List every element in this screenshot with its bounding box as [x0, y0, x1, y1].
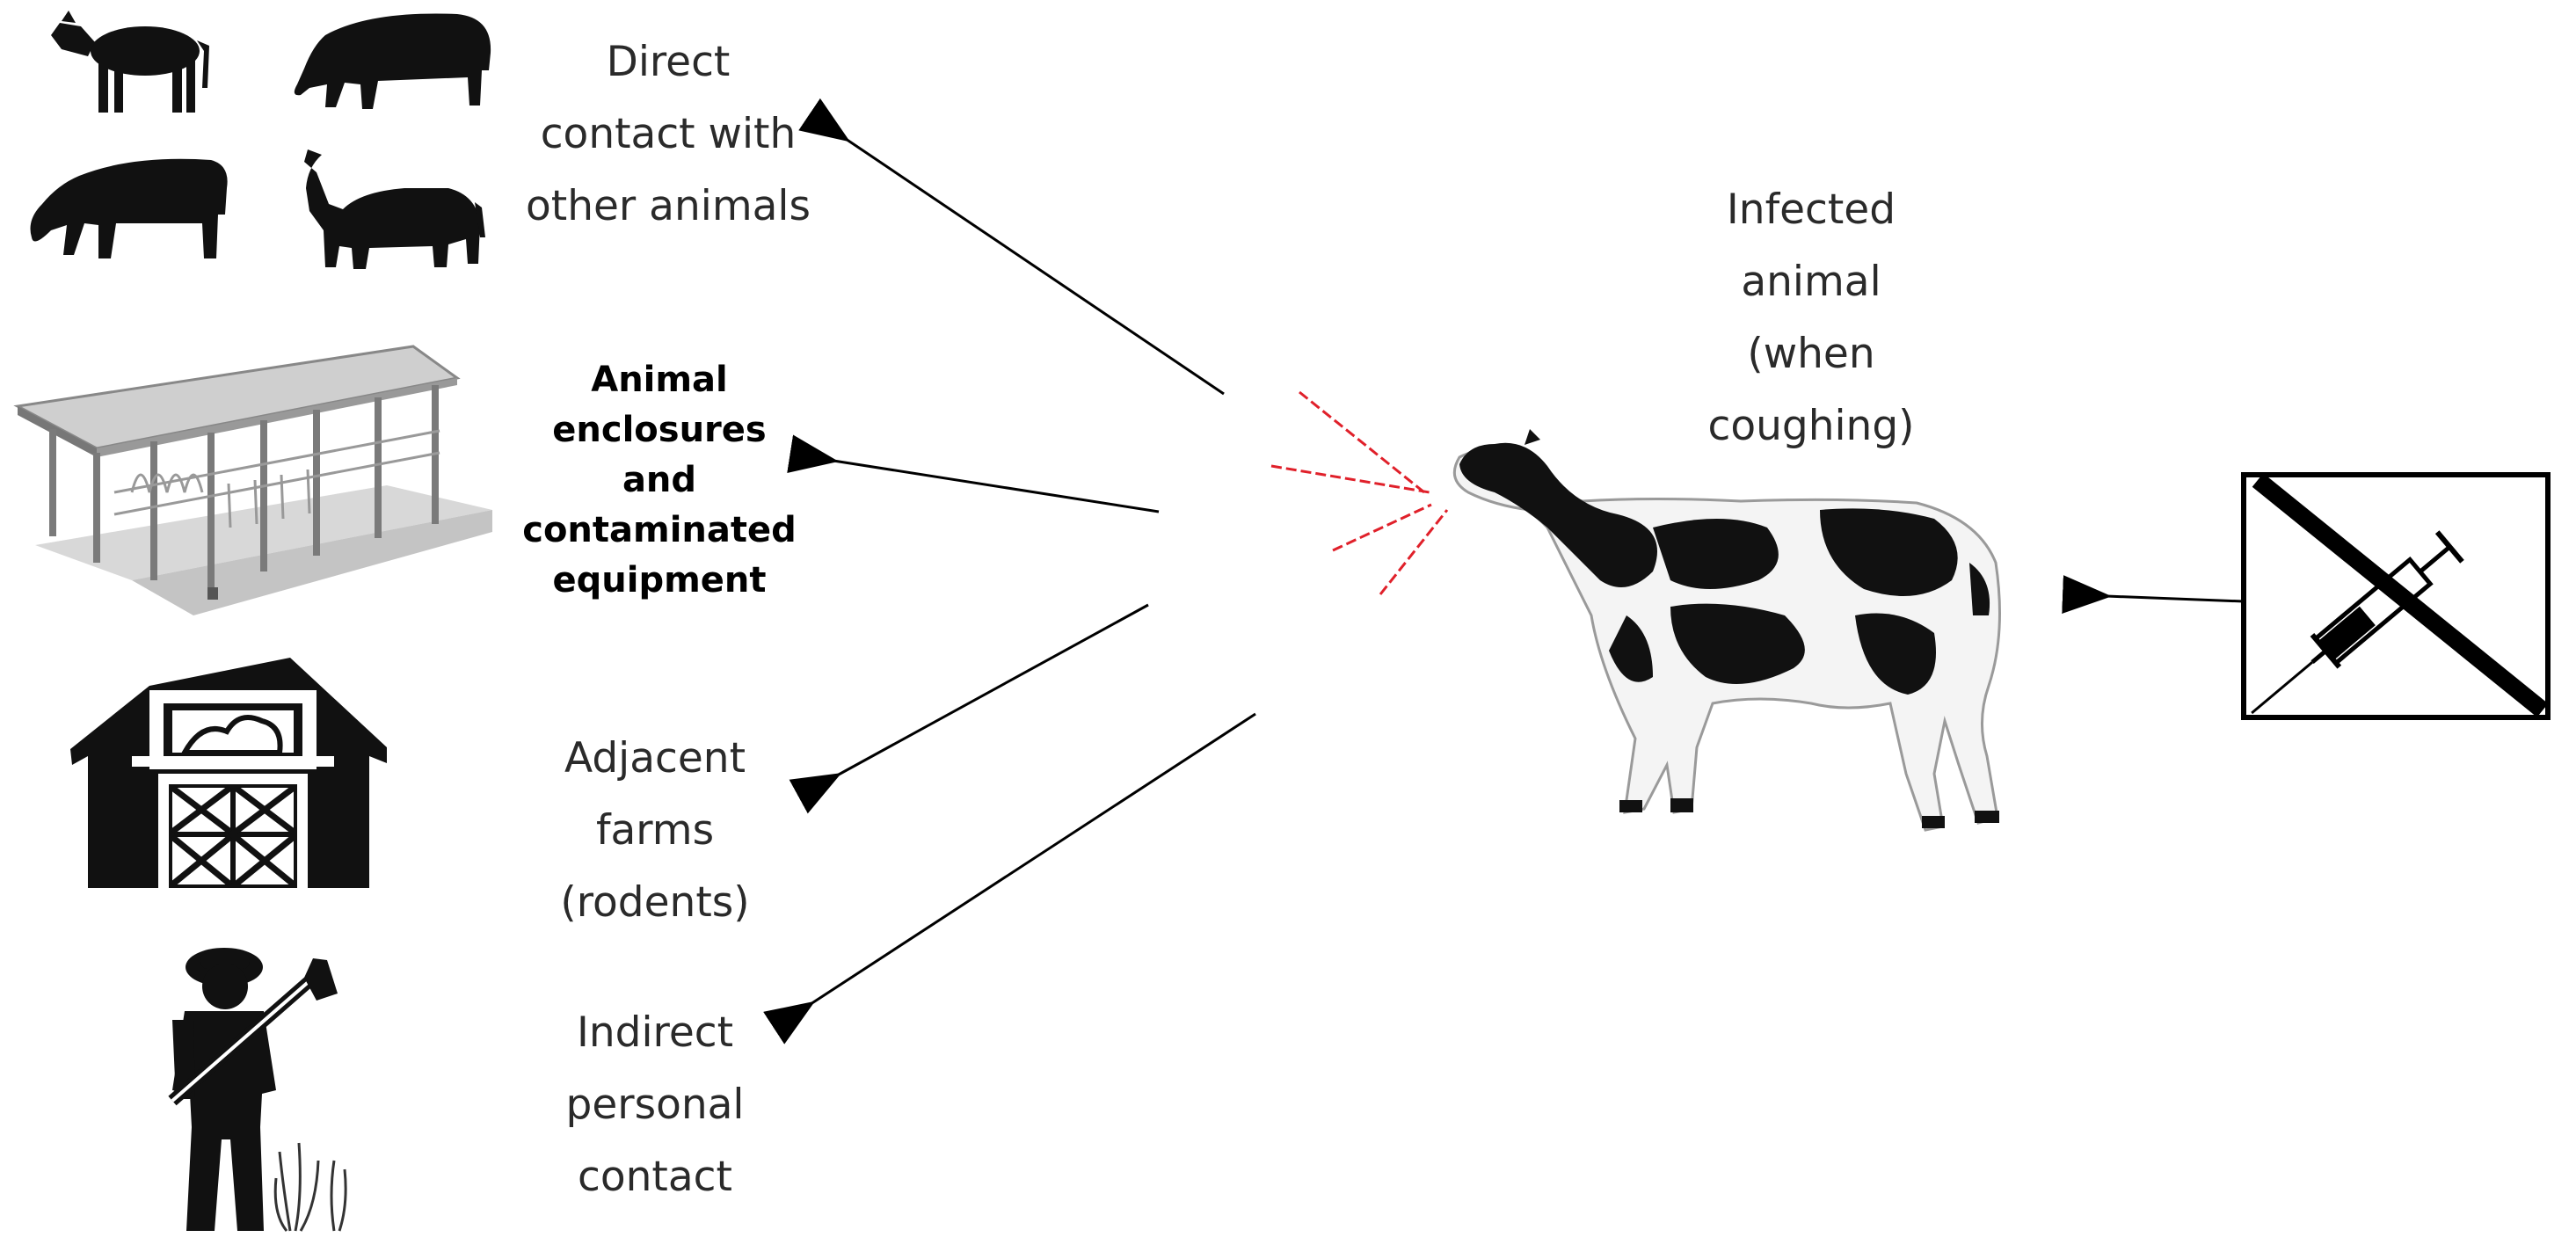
label-enclosures: Animal enclosures and contaminated equip… [492, 355, 826, 606]
label-line: personal [565, 1081, 745, 1129]
label-line: animal [1741, 258, 1881, 306]
calf-icon [51, 11, 209, 113]
label-line: contaminated [522, 510, 797, 550]
livestock-icons [30, 11, 491, 269]
arrow-indirect-contact [763, 712, 1256, 1045]
label-line: and [622, 460, 697, 500]
label-line: Animal [591, 360, 728, 400]
label-line: coughing) [1707, 402, 1915, 450]
label-line: other animals [526, 182, 811, 230]
label-indirect-contact: Indirect personal contact [510, 997, 800, 1213]
standing-bull-icon [304, 149, 485, 269]
cough-lines [1270, 390, 1449, 595]
arrow-enclosures [787, 434, 1160, 513]
holstein-cow-icon [1452, 429, 2001, 832]
farmer-with-hoe-icon [168, 948, 347, 1232]
livestock-shelter-icon [13, 345, 492, 615]
arrow-adjacent-farms [789, 603, 1149, 814]
label-direct-contact: Direct contact with other animals [492, 26, 844, 243]
grazing-bull-icon [30, 158, 228, 258]
label-line: Indirect [576, 1008, 734, 1057]
label-line: farms [595, 806, 715, 855]
label-line: Adjacent [564, 734, 746, 782]
label-line: equipment [552, 560, 767, 601]
label-line: (rodents) [560, 878, 750, 927]
label-line: Infected [1726, 186, 1896, 234]
label-infected-animal: Infected animal (when coughing) [1670, 174, 1952, 462]
arrow-no-vaccine [2062, 575, 2245, 615]
arrow-direct-contact [798, 98, 1225, 396]
barn-icon [70, 658, 387, 888]
label-line: Direct [606, 38, 731, 86]
arrows [763, 98, 2245, 1045]
label-line: contact [578, 1153, 732, 1201]
label-line: (when [1747, 330, 1875, 378]
label-line: contact with [540, 110, 797, 158]
grazing-cow-icon [294, 13, 491, 109]
label-adjacent-farms: Adjacent farms (rodents) [510, 723, 800, 939]
no-vaccine-icon [2241, 472, 2551, 720]
label-line: enclosures [552, 410, 767, 450]
